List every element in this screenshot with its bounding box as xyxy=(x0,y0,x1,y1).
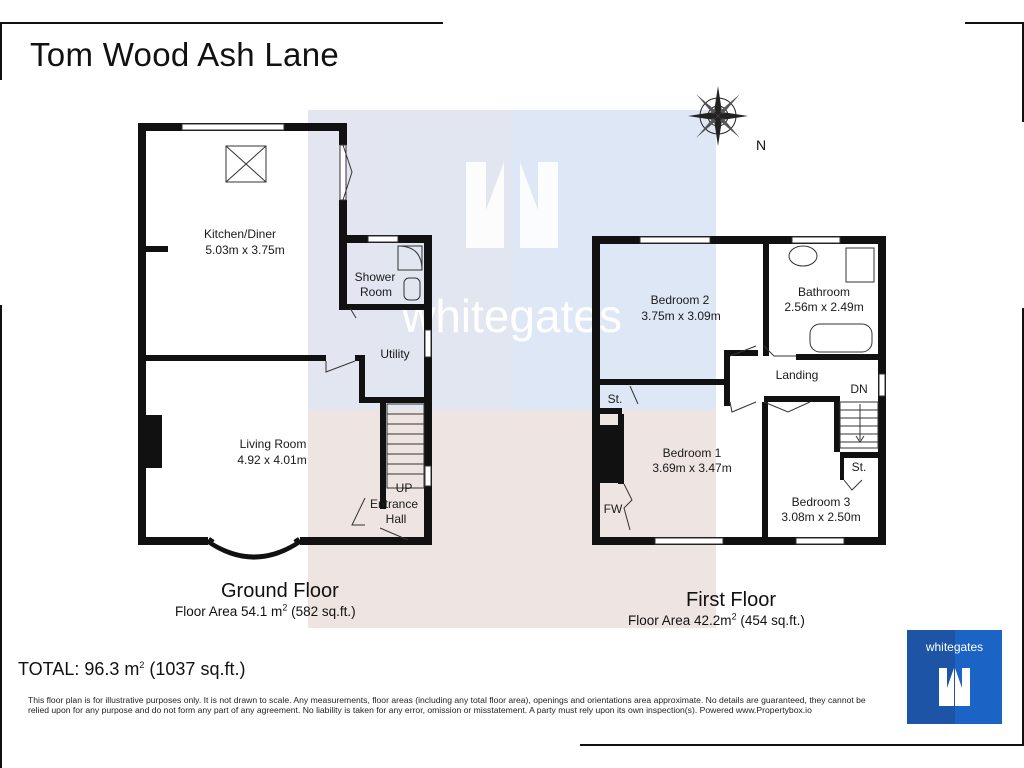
frame-right-bottom xyxy=(1022,308,1024,746)
utility-label: Utility xyxy=(380,347,409,361)
frame-left-bottom xyxy=(0,305,2,768)
frame-top-left xyxy=(0,22,443,24)
landing-label: Landing xyxy=(776,368,819,382)
store-label-2: St. xyxy=(852,460,867,474)
logo-brand-text: whitegates xyxy=(925,640,984,654)
ground-floor-fixtures xyxy=(386,245,425,489)
watermark: whitegates xyxy=(308,110,716,628)
frame-left-top xyxy=(0,22,2,80)
shower-room-line2: Room xyxy=(360,285,392,299)
ground-floor-name: Ground Floor xyxy=(221,580,339,602)
stairs-up-label: UP xyxy=(396,481,413,495)
total-area-suffix: (1037 sq.ft.) xyxy=(144,659,246,679)
first-floor-area-suffix: (454 sq.ft.) xyxy=(736,613,805,628)
logo-mark-icon xyxy=(939,668,970,706)
entrance-hall-line1: Entrance xyxy=(370,497,418,511)
bedroom2-dims: 3.75m x 3.09m xyxy=(641,309,720,323)
stairs-down-label: DN xyxy=(850,382,867,396)
squared-sup: 2 xyxy=(731,611,737,622)
ground-floor-area-prefix: Floor Area 54.1 m xyxy=(175,604,283,619)
frame-bottom-right xyxy=(580,744,1024,746)
page-title: Tom Wood Ash Lane xyxy=(30,36,340,73)
store-label-1: St. xyxy=(608,392,623,406)
kitchen-name: Kitchen/Diner xyxy=(204,227,276,241)
ground-floor-area: Floor Area 54.1 m2 (582 sq.ft.) xyxy=(175,602,356,619)
squared-sup: 2 xyxy=(282,602,288,613)
shower-room-line1: Shower xyxy=(355,270,396,284)
bathroom-name: Bathroom xyxy=(798,285,850,299)
bedroom1-dims: 3.69m x 3.47m xyxy=(652,461,731,475)
compass-north-label: N xyxy=(756,137,766,153)
bedroom3-dims: 3.08m x 2.50m xyxy=(781,510,860,524)
ground-floor-area-suffix: (582 sq.ft.) xyxy=(287,604,356,619)
frame-top-right xyxy=(965,22,1024,24)
entrance-hall-line2: Hall xyxy=(386,512,407,526)
kitchen-dims: 5.03m x 3.75m xyxy=(205,243,284,257)
living-room-dims: 4.92 x 4.01m xyxy=(237,453,306,467)
compass-icon xyxy=(688,86,748,146)
squared-sup: 2 xyxy=(139,660,145,670)
bedroom2-name: Bedroom 2 xyxy=(651,293,710,307)
ground-floor-openings xyxy=(181,123,432,560)
bathroom-dims: 2.56m x 2.49m xyxy=(784,300,863,314)
first-floor-area: Floor Area 42.2m2 (454 sq.ft.) xyxy=(628,611,805,628)
living-room-name: Living Room xyxy=(240,437,307,451)
bedroom3-name: Bedroom 3 xyxy=(792,495,851,509)
disclaimer-text: This floor plan is for illustrative purp… xyxy=(28,695,866,716)
first-floor-openings xyxy=(623,236,886,545)
whitegates-logo: whitegates xyxy=(907,630,1002,724)
total-area-prefix: TOTAL: 96.3 m xyxy=(18,659,140,679)
watermark-brand: whitegates xyxy=(401,290,622,342)
frame-right-top xyxy=(1022,22,1024,122)
first-floor-area-prefix: Floor Area 42.2m xyxy=(628,613,732,628)
first-floor-name: First Floor xyxy=(686,589,776,611)
ground-stairs xyxy=(386,403,425,489)
bedroom1-name: Bedroom 1 xyxy=(663,446,722,460)
fw-label: FW xyxy=(604,502,623,516)
total-area: TOTAL: 96.3 m2 (1037 sq.ft.) xyxy=(18,659,245,680)
